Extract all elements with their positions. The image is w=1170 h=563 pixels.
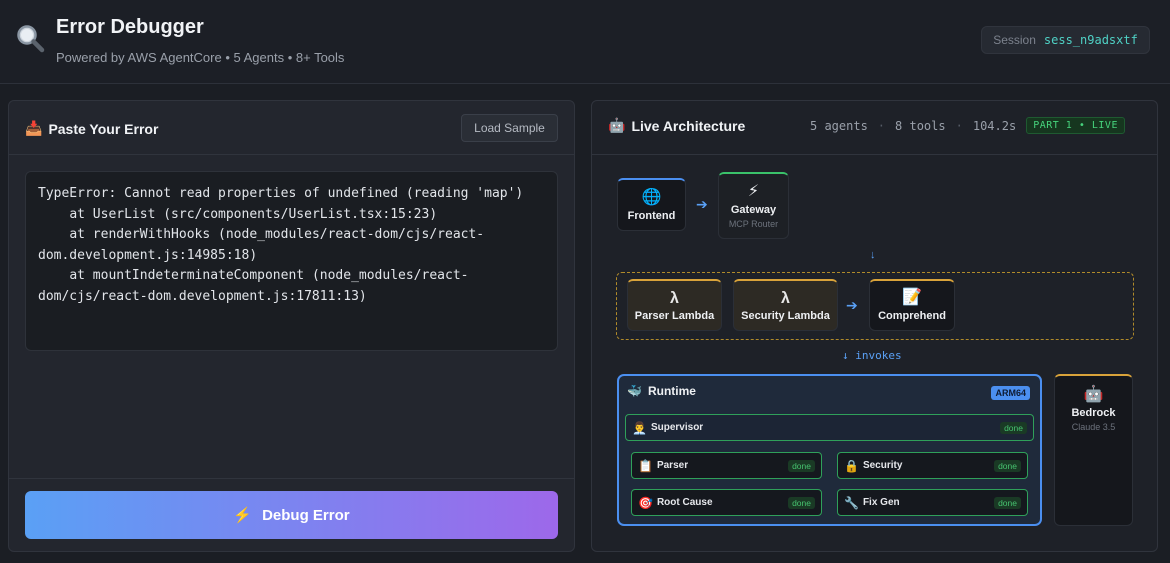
lightning-icon: ⚡	[233, 507, 253, 524]
robot-icon: 🤖	[1083, 386, 1104, 403]
panel-title: 📥 Paste Your Error	[25, 120, 158, 137]
lightning-icon: ⚡	[747, 183, 760, 200]
magnifier-icon	[17, 25, 45, 53]
node-label: Parser Lambda	[634, 309, 715, 322]
app-subtitle: Powered by AWS AgentCore • 5 Agents • 8+…	[56, 50, 345, 65]
status-badge: done	[788, 496, 815, 509]
separator-dot: ·	[877, 118, 886, 133]
agent-fix-gen: 🔧 Fix Gen done	[837, 489, 1028, 516]
comprehend-node: 📝 Comprehend	[869, 279, 955, 331]
lambda-group	[616, 272, 1134, 340]
error-input-textarea[interactable]: TypeError: Cannot read properties of und…	[25, 171, 558, 351]
arch-badge: ARM64	[991, 386, 1030, 400]
live-badge: PART 1 • LIVE	[1026, 117, 1125, 134]
panel-title-text: Paste Your Error	[48, 120, 159, 137]
agent-security: 🔒 Security done	[837, 452, 1028, 479]
status-badge: done	[994, 496, 1021, 509]
session-id: sess_n9adsxtf	[1043, 33, 1138, 47]
frontend-node: 🌐 Frontend	[617, 178, 686, 231]
node-sublabel: MCP Router	[728, 219, 779, 229]
lock-icon: 🔒	[844, 458, 859, 473]
architecture-panel: 🤖 Live Architecture 5 agents · 8 tools ·…	[591, 100, 1158, 552]
debug-error-button[interactable]: ⚡ Debug Error	[25, 491, 558, 539]
agent-label: Supervisor	[650, 422, 704, 433]
clipboard-icon: 📋	[638, 458, 653, 473]
app-header: Error Debugger Powered by AWS AgentCore …	[0, 0, 1170, 84]
agent-label: Security	[862, 460, 903, 471]
whale-icon: 🐳	[627, 384, 642, 398]
runtime-title-text: Runtime	[647, 384, 696, 398]
architecture-stats: 5 agents · 8 tools · 104.2s PART 1 • LIV…	[810, 117, 1125, 134]
panel-title: 🤖 Live Architecture	[608, 117, 745, 134]
agent-label: Parser	[656, 460, 689, 471]
debug-button-label: Debug Error	[262, 506, 350, 524]
node-label: Comprehend	[878, 310, 946, 322]
status-badge: done	[1000, 421, 1027, 434]
wrench-icon: 🔧	[844, 495, 859, 510]
runtime-container: 🐳 Runtime ARM64 👨‍💼 Supervisor done 📋 Pa…	[617, 374, 1042, 526]
status-badge: done	[994, 459, 1021, 472]
panel-footer	[9, 478, 574, 551]
globe-icon: 🌐	[641, 188, 662, 206]
stat-tools: 8 tools	[895, 118, 946, 133]
agent-label: Root Cause	[656, 497, 713, 508]
invokes-label: ↓ invokes	[842, 349, 902, 362]
supervisor-icon: 👨‍💼	[632, 420, 647, 435]
lambda-icon: λ	[670, 289, 679, 307]
arrow-right-icon: ➔	[696, 196, 708, 212]
bedrock-node: 🤖 Bedrock Claude 3.5	[1054, 374, 1133, 526]
inbox-icon: 📥	[25, 120, 43, 136]
stat-agents: 5 agents	[810, 118, 868, 133]
runtime-title: 🐳 Runtime	[627, 384, 696, 398]
architecture-panel-header: 🤖 Live Architecture 5 agents · 8 tools ·…	[592, 101, 1157, 155]
error-input-panel: 📥 Paste Your Error Load Sample TypeError…	[8, 100, 575, 552]
panel-title-text: Live Architecture	[631, 117, 746, 134]
session-chip: Session sess_n9adsxtf	[981, 26, 1150, 54]
node-label: Gateway	[730, 204, 777, 216]
lambda-icon: λ	[781, 289, 790, 307]
arrow-down-icon: ↓	[870, 249, 876, 261]
separator-dot: ·	[955, 118, 963, 133]
app-title: Error Debugger	[56, 16, 204, 38]
security-lambda-node: λ Security Lambda	[733, 279, 838, 331]
gateway-node: ⚡ Gateway MCP Router	[718, 172, 789, 239]
node-sublabel: Claude 3.5	[1071, 422, 1116, 432]
load-sample-button[interactable]: Load Sample	[461, 114, 558, 142]
agent-parser: 📋 Parser done	[631, 452, 822, 479]
error-input-panel-header: 📥 Paste Your Error Load Sample	[9, 101, 574, 155]
agent-supervisor: 👨‍💼 Supervisor done	[625, 414, 1034, 441]
status-badge: done	[788, 459, 815, 472]
node-label: Security Lambda	[741, 309, 830, 322]
agent-label: Fix Gen	[862, 497, 900, 508]
arrow-right-icon: ➔	[846, 297, 858, 313]
session-label: Session	[993, 33, 1036, 47]
node-label: Bedrock	[1071, 407, 1116, 419]
parser-lambda-node: λ Parser Lambda	[627, 279, 722, 331]
robot-icon: 🤖	[608, 117, 626, 133]
memo-icon: 📝	[902, 289, 922, 306]
stat-time: 104.2s	[972, 118, 1017, 133]
target-icon: 🎯	[638, 495, 653, 510]
agent-root-cause: 🎯 Root Cause done	[631, 489, 822, 516]
node-label: Frontend	[627, 209, 676, 222]
